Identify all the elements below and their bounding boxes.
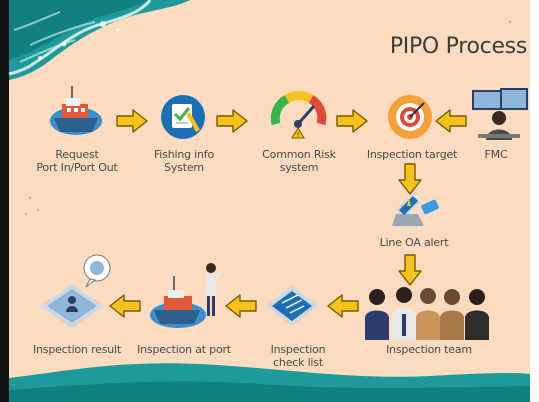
inspection-result-icon: [40, 254, 111, 328]
node-fmc: FMC: [484, 148, 508, 161]
node-fishing-info-line2: System: [164, 161, 204, 174]
fmc-operator-icon: [472, 88, 528, 140]
svg-text:!: !: [297, 131, 300, 139]
arrow-left-fmc: [435, 109, 467, 133]
risk-gauge-icon: !: [270, 91, 327, 139]
inspection-at-port-icon: [150, 263, 224, 328]
node-fishing-info-line1: Fishing info: [153, 148, 215, 161]
node-line-oa-alert: Line OA alert: [379, 236, 449, 249]
node-common-risk-line2: system: [279, 161, 319, 174]
node-inspection-at-port: Inspection at port: [137, 343, 231, 356]
node-request: Request Port In/Port Out: [36, 148, 117, 174]
arrow-left-3: [109, 294, 141, 318]
arrow-down-1: [398, 163, 422, 195]
node-inspection-result: Inspection result: [32, 343, 122, 356]
page-title: PIPO Process: [389, 34, 527, 59]
arrow-right-2: [216, 109, 248, 133]
arrow-right-1: [116, 109, 148, 133]
fishing-info-system-icon: [161, 95, 205, 139]
node-request-line2: Port In/Port Out: [36, 161, 118, 174]
inspection-team-icon: [365, 287, 489, 340]
fishing-boat-icon: [50, 86, 102, 135]
target-icon: [388, 95, 432, 139]
node-inspection-team: Inspection team: [386, 343, 472, 356]
node-inspection-target: Inspection target: [366, 148, 458, 161]
node-fishing-info: Fishing info System: [154, 148, 214, 174]
node-check-list-line2: check list: [273, 356, 323, 369]
checklist-tablet-icon: [266, 286, 318, 326]
node-request-line1: Request: [55, 148, 99, 161]
arrow-right-3: [336, 109, 368, 133]
node-check-list-line1: Inspection: [270, 343, 326, 356]
node-common-risk-line1: Common Risk: [262, 148, 336, 161]
arrow-left-1: [327, 294, 359, 318]
arrow-down-2: [398, 254, 422, 286]
node-common-risk: Common Risk system: [262, 148, 336, 174]
laptop-alert-icon: [392, 194, 439, 226]
arrow-left-2: [225, 294, 257, 318]
node-inspection-check-list: Inspection check list: [271, 343, 326, 369]
